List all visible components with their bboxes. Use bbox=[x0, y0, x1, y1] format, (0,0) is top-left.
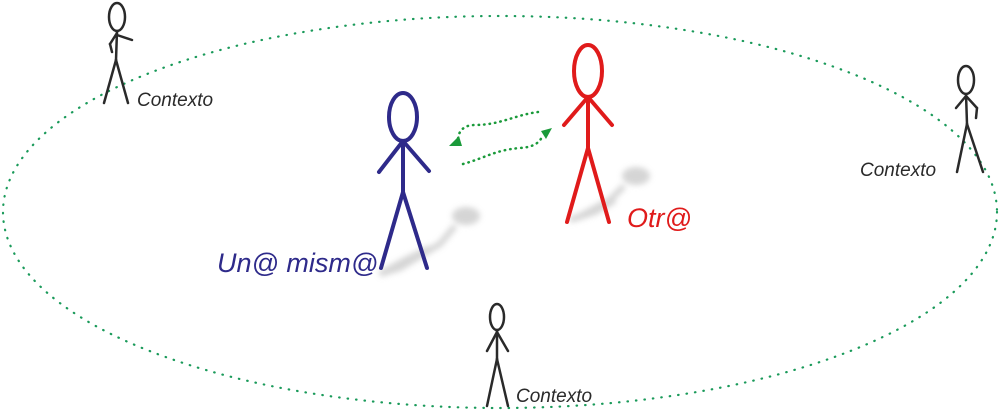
arrow-to-other bbox=[461, 133, 545, 166]
context-figure-bottom bbox=[485, 302, 510, 408]
interaction-arrows bbox=[449, 110, 552, 166]
self-shadow bbox=[378, 207, 480, 277]
self-figure bbox=[377, 91, 431, 270]
other-label: Otr@ bbox=[627, 203, 692, 233]
arrowhead-left bbox=[449, 136, 462, 146]
context-label-top-left: Contexto bbox=[137, 90, 213, 111]
other-shadow bbox=[568, 167, 650, 223]
context-figure-right bbox=[954, 64, 985, 174]
self-label: Un@ mism@ bbox=[217, 248, 378, 278]
context-label-right: Contexto bbox=[860, 160, 936, 181]
other-figure bbox=[562, 43, 614, 224]
arrow-to-self bbox=[456, 110, 540, 142]
context-label-bottom: Contexto bbox=[516, 386, 592, 407]
context-figure-top-left bbox=[102, 1, 134, 105]
context-ellipse bbox=[1, 14, 999, 410]
arrowhead-right bbox=[541, 128, 552, 139]
